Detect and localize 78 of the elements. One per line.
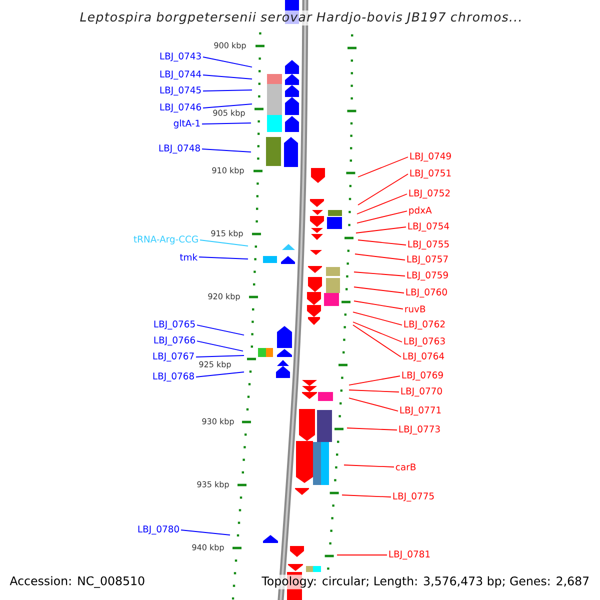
gene-label: LBJ_0775 (393, 492, 434, 502)
leader-line (196, 355, 244, 358)
leader-line (356, 210, 408, 224)
scale-label: 910 kbp (212, 167, 244, 175)
leader-line (202, 104, 252, 108)
gene-label: LBJ_0745 (160, 86, 201, 96)
leader-line (202, 90, 252, 92)
gene-label: LBJ_0749 (410, 152, 451, 162)
leader-line (202, 74, 252, 80)
leader-line (196, 372, 244, 378)
gene-label: LBJ_0773 (399, 426, 440, 434)
gene-label: LBJ_0752 (409, 190, 450, 198)
leader-line (342, 494, 392, 498)
gene-label: LBJ_0744 (160, 70, 202, 80)
gene-label: LBJ_0768 (153, 372, 194, 382)
leader-line (198, 256, 248, 260)
gene-label: tmk (180, 254, 198, 260)
gene-label: tRNA-Arg-CCG (134, 236, 198, 244)
leader-line (352, 324, 402, 358)
gene-label: LBJ_0754 (408, 222, 450, 232)
scale-label: 915 kbp (211, 230, 243, 238)
gene-label: LBJ_0751 (410, 170, 451, 178)
leader-line (354, 254, 406, 260)
gene-label: gltA-1 (174, 120, 200, 128)
gene-label: LBJ_0780 (138, 526, 179, 534)
gene-label: carB (396, 464, 416, 470)
gene-label: LBJ_0762 (404, 320, 445, 330)
leader-line (358, 174, 408, 206)
gene-label: LBJ_0766 (154, 336, 195, 346)
gene-label: LBJ_0767 (153, 352, 194, 362)
leader-line (202, 56, 252, 68)
leader-line (348, 390, 400, 392)
gene-label: pdxA (409, 206, 432, 216)
leader-line (180, 530, 230, 536)
leader-line (344, 464, 394, 468)
scale-label: 935 kbp (197, 481, 229, 489)
scale-label: 905 kbp (213, 110, 245, 118)
leader-line (336, 554, 388, 556)
gene-label: LBJ_0748 (159, 144, 200, 154)
gene-label: LBJ_0781 (389, 550, 430, 560)
footer-text: Accession: NC_008510 (8, 574, 147, 590)
gene-label: LBJ_0765 (154, 320, 195, 330)
gene-label: LBJ_0769 (402, 372, 443, 380)
leader-line (354, 300, 404, 310)
leader-line (348, 398, 398, 412)
gene-label: LBJ_0746 (160, 104, 201, 112)
gene-label: LBJ_0743 (160, 52, 201, 62)
leader-line (200, 240, 248, 246)
leader-line (202, 122, 252, 124)
leader-line (202, 148, 252, 152)
leader-line (348, 376, 400, 386)
leader-line (356, 194, 408, 214)
gene-label: LBJ_0763 (404, 338, 445, 346)
gene-label: LBJ_0760 (406, 288, 447, 298)
scale-label: 900 kbp (214, 42, 246, 50)
leader-line (346, 428, 398, 430)
title: Leptospira borgpetersenii serovar Hardjo-bovis JB197 chromos... (78, 10, 524, 26)
leader-line (196, 324, 244, 336)
gene-label: LBJ_0764 (403, 352, 444, 362)
gene-label: LBJ_0771 (400, 406, 441, 416)
gene-label: ruvB (405, 306, 426, 312)
footer-text: Topology: circular; Length: 3,576,473 bp; Genes: 2,687 (260, 574, 592, 590)
gene-label: LBJ_0770 (401, 388, 442, 396)
scale-label: 940 kbp (192, 544, 224, 552)
leader-line (352, 322, 402, 342)
gene-label: LBJ_0759 (407, 272, 448, 280)
gene-label: LBJ_0757 (407, 256, 448, 264)
leader-line (352, 312, 402, 326)
leader-line (358, 156, 408, 178)
leader-line (356, 226, 406, 234)
leader-line (354, 272, 406, 276)
leader-line (196, 340, 244, 352)
gene-label: LBJ_0755 (408, 240, 449, 250)
scale-label: 925 kbp (199, 361, 231, 369)
scale-label: 920 kbp (208, 293, 240, 301)
scale-label: 930 kbp (202, 418, 234, 426)
leader-line (358, 240, 406, 246)
leader-line (354, 286, 404, 294)
